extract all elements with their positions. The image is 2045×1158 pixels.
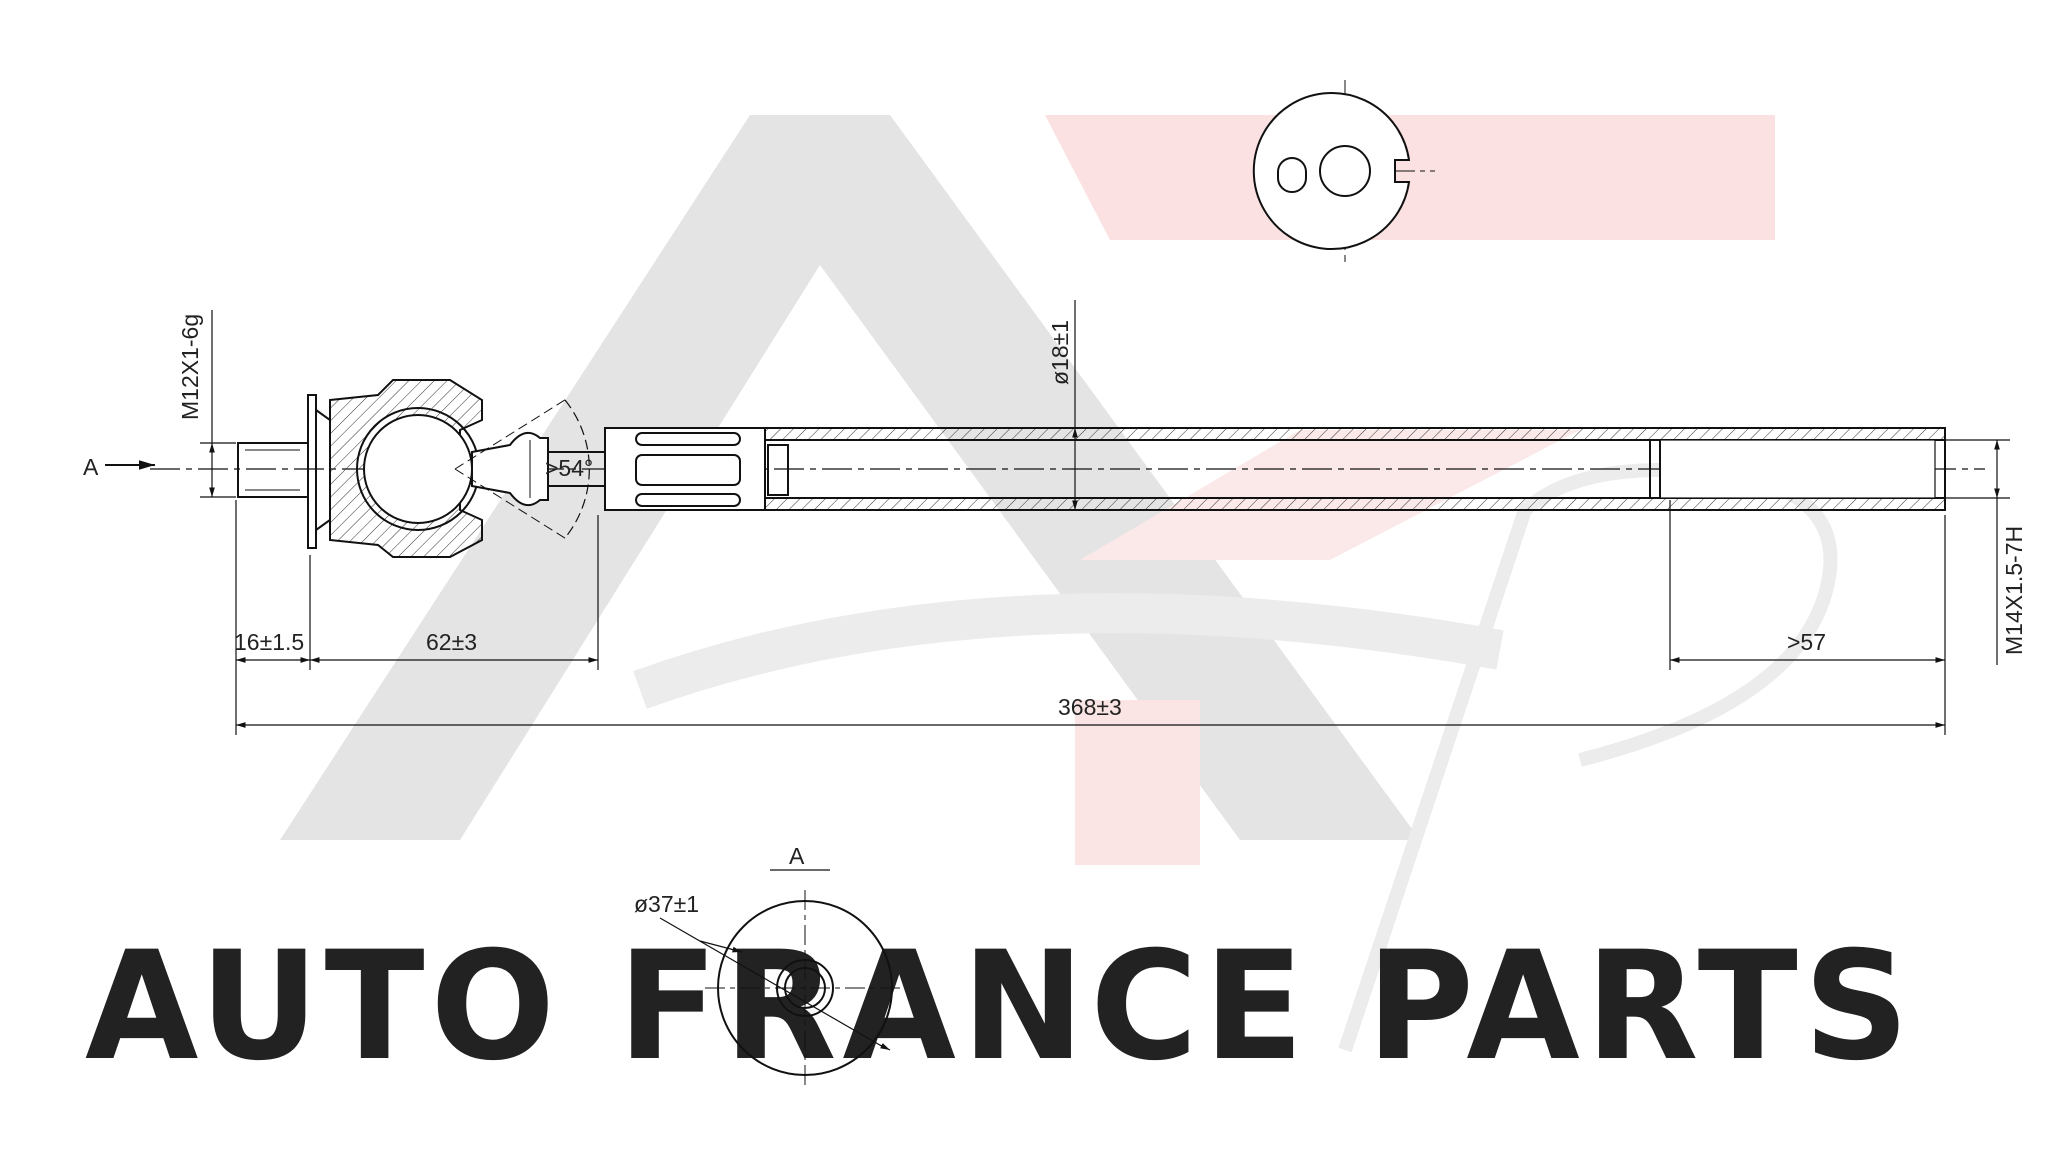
dim-label-joint-length: 62±3 [426, 629, 477, 655]
section-label: A [789, 843, 805, 869]
angle-ray-lower [454, 468, 569, 541]
slotted-disc-outline [1252, 92, 1411, 250]
angle-ray-upper [454, 397, 569, 470]
watermark-swoosh [633, 593, 1504, 709]
dim-label-body-diameter: ø18±1 [1047, 320, 1073, 385]
watermark-red-band [1045, 115, 1775, 240]
diameter-leader-arrow [879, 1043, 891, 1051]
shaft-tube-wall-upper [764, 427, 1946, 441]
dim-label-total-length: 368±3 [1058, 694, 1122, 720]
shaft-tube-wall-lower [764, 497, 1946, 511]
angle-arc [564, 399, 590, 539]
dim-label-thread-length: >57 [1787, 629, 1826, 655]
dim-label-angle: >54° [545, 455, 593, 481]
internal-thread-zone [1659, 439, 1936, 499]
diameter-leader [659, 917, 886, 1049]
disc-side-slot [1277, 157, 1307, 193]
disc-center-hole [1319, 145, 1371, 197]
housing-outer-circle [717, 900, 893, 1076]
dim-label-end-diameter: ø37±1 [634, 891, 699, 917]
dim-label-thread-right: M14X1.5-7H [2001, 526, 2027, 655]
flange [307, 394, 317, 549]
view-arrow-label: A [83, 454, 99, 480]
watermark-red-wedge [1080, 430, 1580, 560]
dim-label-flange-length: 16±1.5 [234, 629, 304, 655]
dim-label-thread-left: M12X1-6g [177, 314, 203, 420]
watermark-p-stroke [1338, 462, 1838, 1053]
wrench-flat-middle [635, 454, 741, 486]
watermark-red-foot [1075, 700, 1200, 865]
watermark: AUTO FRANCE PARTS [85, 115, 1915, 1094]
dimension-lines [105, 300, 2010, 735]
ball-neck [471, 431, 549, 507]
dimension-labels: A M12X1-6g ø18±1 >54° M14X1.5-7H 16±1.5 … [83, 314, 2027, 720]
wrench-flat-lower [635, 493, 741, 507]
shaft-plug [767, 444, 789, 496]
end-view-bottom [659, 869, 905, 1090]
wrench-flat-upper [635, 432, 741, 446]
end-view-top [1252, 80, 1435, 262]
stud-inner-circle [784, 967, 826, 1009]
watermark-brand-text: AUTO FRANCE PARTS [85, 920, 1915, 1094]
tie-rod-side-view [150, 379, 1985, 558]
stud-outer-circle [776, 959, 834, 1017]
flange-taper [315, 409, 331, 531]
threaded-stud-left [237, 442, 309, 498]
neck-to-shaft [548, 451, 605, 487]
diameter-leader-arrow [699, 940, 743, 953]
